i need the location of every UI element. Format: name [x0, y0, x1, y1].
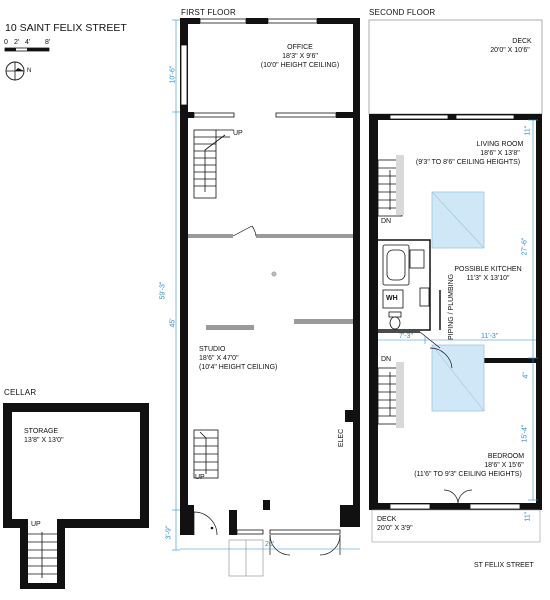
dim-front-width: 20'	[265, 541, 275, 548]
dim-bedroom-depth: 15'-4"	[521, 424, 529, 443]
skylight-bedroom	[431, 344, 485, 412]
office-size: 18'3" x 9'6"	[282, 53, 318, 60]
bathtub	[382, 244, 410, 286]
up-label-first-top: UP	[233, 130, 243, 137]
dn-label-bottom: DN	[381, 356, 392, 363]
toilet	[388, 311, 402, 330]
second-floor-deck-top	[368, 19, 543, 115]
dim-total-depth: 59'-3"	[159, 281, 167, 300]
water-heater	[382, 289, 404, 309]
up-label-cellar: UP	[31, 521, 41, 528]
stair-first-bottom	[193, 429, 219, 479]
first-floor-walls	[180, 18, 360, 535]
first-floor-partitions	[188, 234, 353, 330]
storage-size: 13'8" x 13'0"	[24, 437, 64, 444]
studio-name: STUDIO	[199, 346, 226, 353]
skylight-living	[431, 191, 485, 249]
second-floor-windows	[389, 114, 521, 510]
second-floor-interior	[378, 239, 441, 333]
dim-living-depth: 27'-6"	[521, 237, 529, 256]
dim-left-width: 7'-3"	[399, 333, 413, 340]
elec-label: ELEC	[338, 428, 345, 448]
deck-bottom-size: 20'0" x 3'9"	[377, 525, 413, 532]
stair-cellar	[28, 532, 57, 578]
dim-wall-gap: 4"	[522, 372, 530, 379]
living-name: LIVING ROOM	[476, 141, 524, 148]
deck-top-name: DECK	[512, 38, 532, 45]
first-floor-windows	[180, 18, 337, 118]
office-name: OFFICE	[287, 44, 313, 51]
kitchen-name: POSSIBLE KITCHEN	[454, 266, 522, 273]
scale-tick-4: 4'	[25, 39, 31, 46]
cellar-label: CELLAR	[4, 388, 37, 397]
kitchen-size: 11'3" x 13'10"	[466, 275, 510, 282]
sink	[409, 249, 430, 307]
first-floor-dims	[172, 19, 360, 551]
up-label-first-bottom: UP	[195, 474, 205, 481]
scale-tick-8: 8'	[45, 39, 51, 46]
second-floor-walls	[369, 114, 542, 510]
piping-label: PIPING / PLUMBING	[448, 273, 455, 340]
bedroom-size: 18'6" x 15'6"	[484, 462, 524, 469]
dim-deck-bottom-depth: 11"	[524, 511, 532, 522]
deck-bottom-name: DECK	[377, 516, 397, 523]
dim-right-width: 11'-3"	[481, 333, 499, 340]
compass-north-label: N	[27, 68, 32, 74]
office-note: (10'0" HEIGHT CEILING)	[260, 62, 340, 69]
first-floor-label: FIRST FLOOR	[181, 8, 236, 17]
storage-name: STORAGE	[24, 428, 59, 435]
door-knob	[210, 526, 214, 530]
deck-top-size: 20'0" x 10'6"	[490, 47, 530, 54]
studio-note: (10'4" HEIGHT CEILING)	[199, 364, 278, 371]
dim-studio-depth: 45'	[169, 318, 177, 328]
studio-size: 18'6" x 47'0"	[199, 355, 239, 362]
hall-door	[232, 225, 257, 237]
dim-entry-depth: 3'-9"	[165, 525, 173, 540]
address-title: 10 SAINT FELIX STREET	[5, 22, 127, 34]
cellar-walls	[3, 403, 149, 589]
stair-wall-second-bottom	[396, 362, 404, 428]
floor-drain	[271, 271, 277, 277]
stair-first-top	[193, 129, 234, 199]
second-floor-label: SECOND FLOOR	[369, 8, 436, 17]
front-glazing	[236, 529, 341, 535]
bedroom-note: (11'6" TO 9'3" CEILING HEIGHTS)	[414, 471, 522, 478]
dn-label-top: DN	[381, 218, 392, 225]
compass-icon	[5, 61, 25, 81]
bedroom-name: BEDROOM	[487, 453, 525, 460]
wh-label: WH	[386, 295, 398, 302]
living-size: 18'6" x 13'8"	[480, 150, 520, 157]
street-label: ST FELIX STREET	[474, 562, 534, 569]
front-doors	[193, 511, 341, 577]
second-floor-railing	[371, 509, 541, 543]
dim-office-depth: 10'-6"	[169, 65, 177, 84]
stair-wall-second-top	[396, 155, 404, 215]
dim-deck-top-depth: 11"	[524, 125, 532, 136]
scale-bar	[4, 47, 50, 52]
scale-tick-0: 0	[4, 39, 8, 46]
living-note: (9'3" TO 8'6" CEILING HEIGHTS)	[415, 159, 521, 166]
second-floor-dims	[378, 119, 538, 501]
scale-tick-2: 2'	[14, 39, 20, 46]
